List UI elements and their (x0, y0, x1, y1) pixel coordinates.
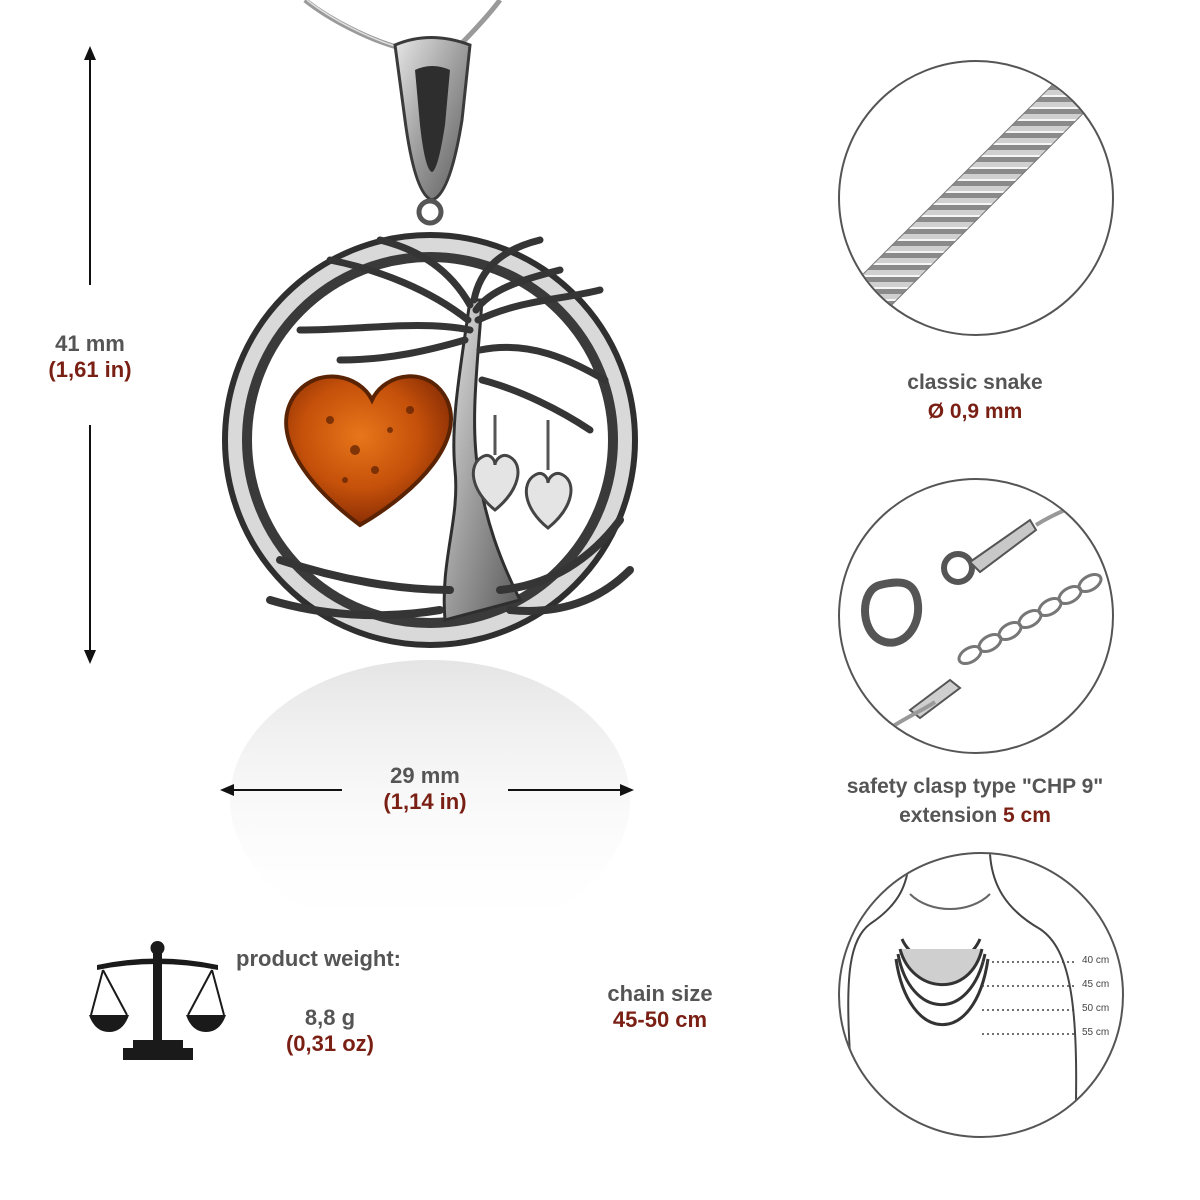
height-imperial: (1,61 in) (48, 357, 132, 382)
tree-of-life-pendant (222, 232, 638, 648)
width-dimension: 29 mm (1,14 in) (350, 763, 500, 815)
width-imperial: (1,14 in) (383, 789, 467, 814)
chain-size-label: chain size (607, 981, 713, 1006)
size-label-50: 50 cm (1082, 1003, 1110, 1014)
chain-size: chain size 45-50 cm (585, 981, 735, 1033)
chain-type-caption: classic snake Ø 0,9 mm (830, 368, 1120, 426)
height-dimension: 41 mm (1,61 in) (20, 331, 160, 383)
pendant-image (84, 0, 638, 940)
lobster-clasp-icon (861, 490, 1112, 737)
size-label-45: 45 cm (1082, 979, 1110, 990)
weight-metric: 8,8 g (304, 1005, 356, 1030)
weight-values: 8,8 g (0,31 oz) (255, 1005, 405, 1057)
chain-size-guide: 40 cm 45 cm 50 cm 55 cm (838, 852, 1124, 1138)
clasp-detail (838, 478, 1114, 754)
clasp-caption: safety clasp type "CHP 9" extension 5 cm (810, 772, 1140, 830)
snake-chain-closeup-icon (840, 62, 1112, 334)
width-metric: 29 mm (390, 763, 460, 788)
clasp-extension-label: extension (899, 804, 998, 827)
pendant-reflection (230, 660, 630, 940)
chain-size-value: 45-50 cm (612, 1007, 708, 1032)
width-arrow-icon (220, 784, 634, 796)
snake-chain-detail (838, 60, 1114, 336)
clasp-extension-value: 5 cm (1003, 804, 1051, 827)
size-label-40: 40 cm (1082, 955, 1110, 966)
height-arrow-icon (84, 46, 96, 664)
chain-type-value: Ø 0,9 mm (927, 400, 1023, 423)
scale-icon (89, 941, 226, 1060)
height-metric: 41 mm (55, 331, 125, 356)
torso-outline-icon (847, 854, 1078, 1136)
weight-label: product weight: (236, 946, 401, 971)
pendant-bail (393, 36, 472, 226)
clasp-type: safety clasp type "CHP 9" (846, 775, 1104, 798)
weight-imperial: (0,31 oz) (285, 1031, 375, 1056)
chain-type-label: classic snake (907, 371, 1043, 394)
size-label-55: 55 cm (1082, 1027, 1110, 1038)
